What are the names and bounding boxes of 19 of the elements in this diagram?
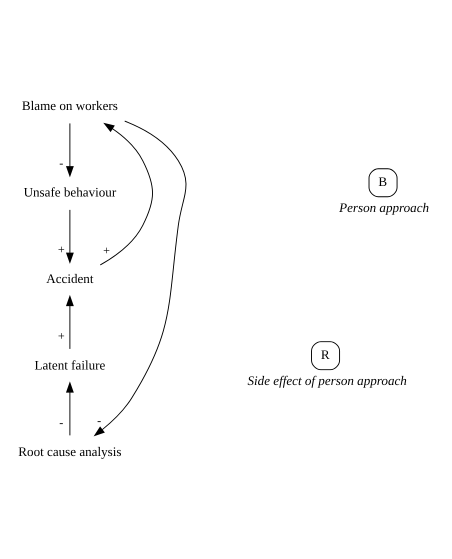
node-text: Latent failure xyxy=(34,357,106,372)
node-label: Side effect of person approach xyxy=(248,372,407,388)
arrow xyxy=(66,209,74,264)
edge-label: + xyxy=(103,244,110,258)
arrow xyxy=(94,120,186,436)
edge-label: + xyxy=(58,328,65,343)
arrow xyxy=(100,122,153,266)
node-text: Accident xyxy=(46,270,94,286)
edge-label: + xyxy=(58,242,65,256)
arrow xyxy=(66,294,74,350)
arrow xyxy=(66,122,74,178)
node-text: Blame on workers xyxy=(22,98,118,114)
arrow xyxy=(66,381,74,436)
node-label: Person approach xyxy=(339,200,430,215)
edge-label: - xyxy=(59,156,64,170)
edge-label: - xyxy=(59,415,64,430)
node-text: Root cause analysis xyxy=(18,444,122,459)
node-text: Unsafe behaviour xyxy=(24,184,116,200)
edge-label: - xyxy=(97,413,102,428)
